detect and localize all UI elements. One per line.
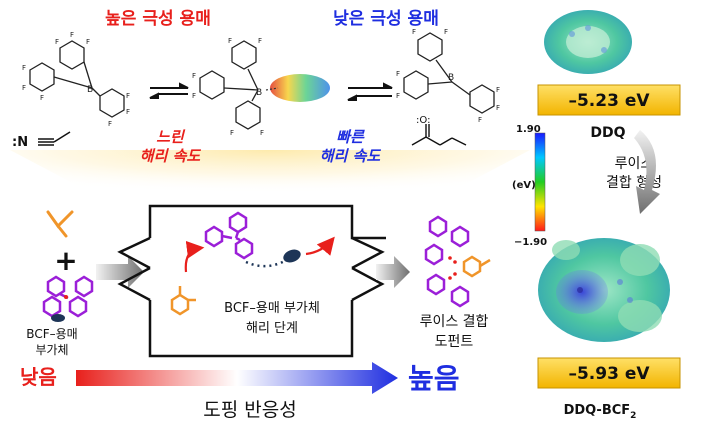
mechanism-box-notch-right — [351, 266, 385, 302]
svg-text:F: F — [126, 92, 130, 100]
svg-text:F: F — [260, 129, 264, 137]
step-label-line1: BCF–용매 부가체 — [224, 301, 320, 316]
dopant-in-box — [170, 286, 196, 316]
scale-min-label: −1.90 — [514, 237, 547, 248]
ddq-energy-box — [537, 84, 681, 116]
mechanism-box — [148, 204, 386, 358]
svg-text:F: F — [412, 28, 416, 36]
svg-text:F: F — [40, 94, 44, 102]
mechanism-box-notch-right-upper — [351, 236, 385, 270]
equilibrium-arrows-right — [347, 82, 393, 101]
product-label-line2: 도펀트 — [435, 334, 474, 350]
reactivity-high-label: 높음 — [408, 362, 460, 395]
low-polarity-solvent-heading: 낮은 극성 용매 — [333, 9, 439, 29]
scale-unit-label: (eV) — [512, 180, 536, 191]
svg-text:F: F — [478, 116, 482, 124]
svg-text:F: F — [86, 38, 90, 46]
fluorine-labels-left: F F F F F F F F F — [22, 31, 130, 128]
lewis-bond-dots — [448, 256, 457, 280]
process-label-line1: 루이스 — [615, 156, 654, 172]
adduct-label-line2: 부가체 — [35, 343, 68, 357]
svg-text:F: F — [496, 86, 500, 94]
svg-text:F: F — [22, 64, 26, 72]
complex-label-subscript: 2 — [630, 411, 636, 421]
step-label-line2: 해리 단계 — [246, 321, 298, 336]
esp-color-scale — [534, 132, 546, 232]
complex-energy-box — [537, 357, 681, 389]
ddq-bcf2-esp-surface — [538, 238, 670, 342]
red-arrow-up — [184, 240, 205, 273]
reactivity-axis-title: 도핑 반응성 — [203, 399, 296, 421]
ethyl-acetate — [411, 124, 467, 146]
adduct-label-line1: BCF–용매 — [26, 327, 77, 341]
bcf-molecule-left — [29, 40, 125, 118]
ddq-energy-value: –5.23 eV — [568, 91, 650, 111]
boron-label-right: B — [448, 73, 454, 83]
gray-curved-arrow — [634, 130, 660, 214]
acetonitrile-bonds — [38, 131, 71, 146]
mechanism-box-notch-left — [117, 236, 151, 270]
fast-rate-label: 해리 속도 — [320, 147, 382, 165]
adduct-bond-dot — [64, 295, 68, 299]
fast-label: 빠른 — [336, 128, 365, 146]
boron-label-center: B — [256, 88, 262, 98]
svg-text:F: F — [192, 92, 196, 100]
slow-label: 느린 — [156, 128, 186, 146]
slow-rate-label: 해리 속도 — [140, 147, 202, 165]
reactivity-low-label: 낮음 — [20, 365, 57, 389]
acetonitrile-nitrogen: :N — [12, 135, 28, 150]
svg-text:F: F — [228, 37, 232, 45]
svg-text:F: F — [258, 37, 262, 45]
reactivity-gradient-arrow — [76, 362, 398, 394]
plus-sign: + — [54, 244, 77, 277]
svg-text:F: F — [70, 31, 74, 39]
fluorine-labels-center: F F F F F F — [192, 37, 264, 137]
solvent-blob-left — [51, 314, 65, 322]
complex-label-main: DDQ-BCF — [564, 403, 631, 418]
ethyl-acetate-oxygen: :O: — [416, 115, 430, 126]
svg-text:F: F — [396, 92, 400, 100]
ddq-label: DDQ — [590, 125, 625, 141]
ddq-esp-surface — [544, 10, 632, 74]
solvent-esp-surface — [270, 74, 330, 102]
svg-text:F: F — [55, 38, 59, 46]
bcf-solvent-adduct-icon — [42, 275, 94, 318]
glow-cone — [10, 150, 530, 208]
mechanism-box-notch-left-lower — [117, 266, 151, 302]
boron-label-left: B — [87, 85, 93, 95]
equilibrium-arrows-left — [149, 82, 189, 99]
complex-energy-value: –5.93 eV — [568, 364, 650, 384]
dopant-part-product — [462, 255, 491, 278]
solvent-blob-in-box — [283, 249, 301, 263]
svg-text:F: F — [126, 108, 130, 116]
bcf-molecule-center — [199, 40, 261, 130]
scale-max-label: 1.90 — [516, 124, 541, 135]
svg-text:F: F — [444, 28, 448, 36]
svg-text:F: F — [396, 70, 400, 78]
product-label-line1: 루이스 결합 — [420, 314, 489, 330]
high-polarity-solvent-heading: 높은 극성 용매 — [105, 9, 211, 29]
bcf-icon-in-box — [204, 211, 254, 260]
dissociation-dots — [245, 256, 291, 268]
svg-text:F: F — [230, 129, 234, 137]
fluorine-labels-right: F F F F F F F — [396, 28, 500, 124]
complex-label: DDQ-BCF2 — [564, 403, 637, 421]
red-arrow-right — [305, 236, 335, 256]
svg-text:F: F — [108, 120, 112, 128]
lewis-bonded-dopant-icon — [424, 215, 470, 308]
svg-text:F: F — [192, 72, 196, 80]
dopant-molecule-orange — [46, 210, 74, 238]
svg-text:F: F — [22, 84, 26, 92]
gray-arrow-into-box — [96, 256, 144, 288]
gray-arrow-out-of-box — [376, 256, 410, 288]
svg-text:F: F — [496, 104, 500, 112]
bcf-molecule-right — [403, 32, 495, 114]
